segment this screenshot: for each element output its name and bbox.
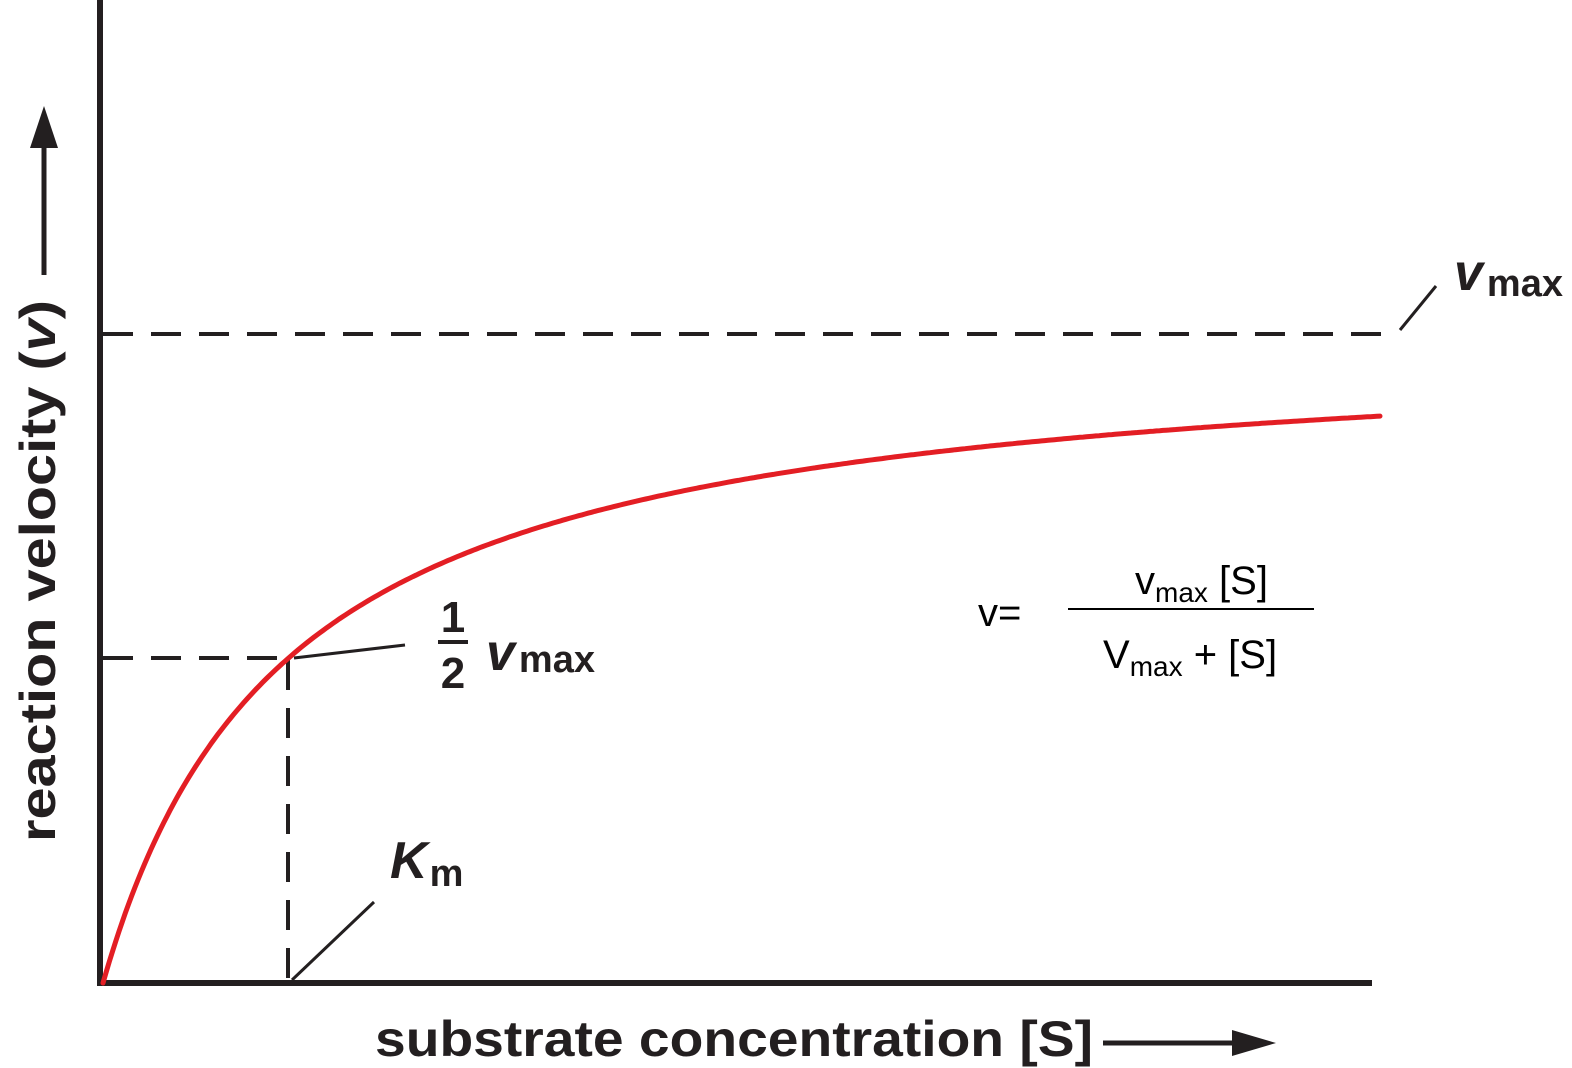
y-axis-title: reaction velocity (v) [10, 300, 66, 842]
equation-denominator: Vmax + [S] [1103, 633, 1277, 682]
equation-lhs: v= [978, 591, 1021, 635]
km-label: Km [390, 832, 463, 895]
svg-text:2: 2 [441, 649, 465, 698]
michaelis-menten-equation: v= vmax [S] Vmax + [S] [978, 559, 1314, 682]
svg-text:1: 1 [441, 593, 465, 642]
vmax-leader-line [1398, 285, 1438, 331]
x-axis-arrow [1103, 1030, 1276, 1056]
equation-numerator: vmax [S] [1135, 559, 1268, 608]
km-leader-line [290, 900, 376, 982]
y-axis-arrow [30, 106, 58, 275]
velocity-curve [100, 413, 1383, 986]
half-vmax-leader-line [293, 643, 406, 660]
x-axis-title: substrate concentration [S] [375, 1011, 1093, 1067]
svg-text:vmax: vmax [486, 624, 595, 682]
